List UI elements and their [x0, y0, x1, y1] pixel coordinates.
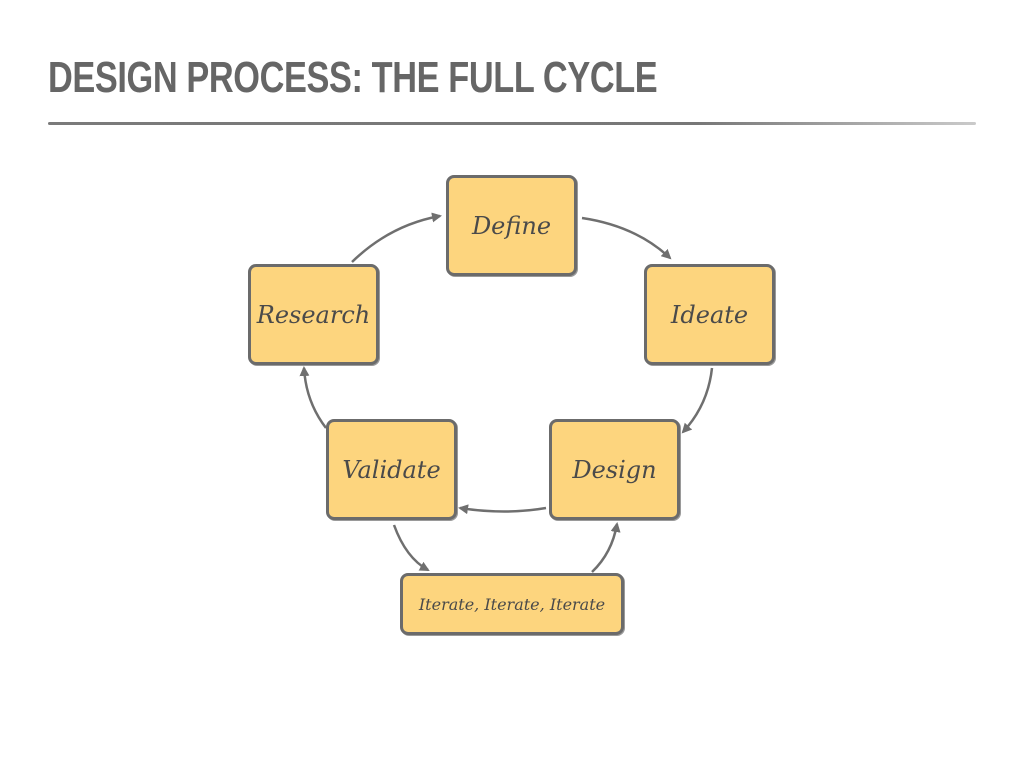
node-validate-label: Validate [342, 455, 441, 484]
node-research: Research [248, 264, 379, 365]
slide-title: DESIGN PROCESS: THE FULL CYCLE [48, 53, 658, 102]
arrow-ideate-to-design [681, 367, 714, 434]
node-research-label: Research [256, 300, 371, 329]
node-ideate: Ideate [644, 264, 775, 365]
arrow-validate-to-iterate [392, 524, 430, 572]
node-iterate-label: Iterate, Iterate, Iterate [418, 594, 606, 614]
node-ideate-label: Ideate [670, 300, 749, 329]
arrow-iterate-to-design [591, 522, 621, 573]
arrow-research-to-define [351, 212, 442, 263]
arrow-validate-to-research [299, 366, 327, 429]
arrow-define-to-ideate [581, 216, 672, 260]
node-define-label: Define [471, 211, 552, 240]
node-design: Design [549, 419, 680, 520]
node-validate: Validate [326, 419, 457, 520]
node-define: Define [446, 175, 577, 276]
node-design-label: Design [572, 455, 657, 484]
arrow-design-to-validate [458, 504, 547, 515]
node-iterate: Iterate, Iterate, Iterate [400, 573, 624, 635]
title-divider [48, 122, 976, 125]
